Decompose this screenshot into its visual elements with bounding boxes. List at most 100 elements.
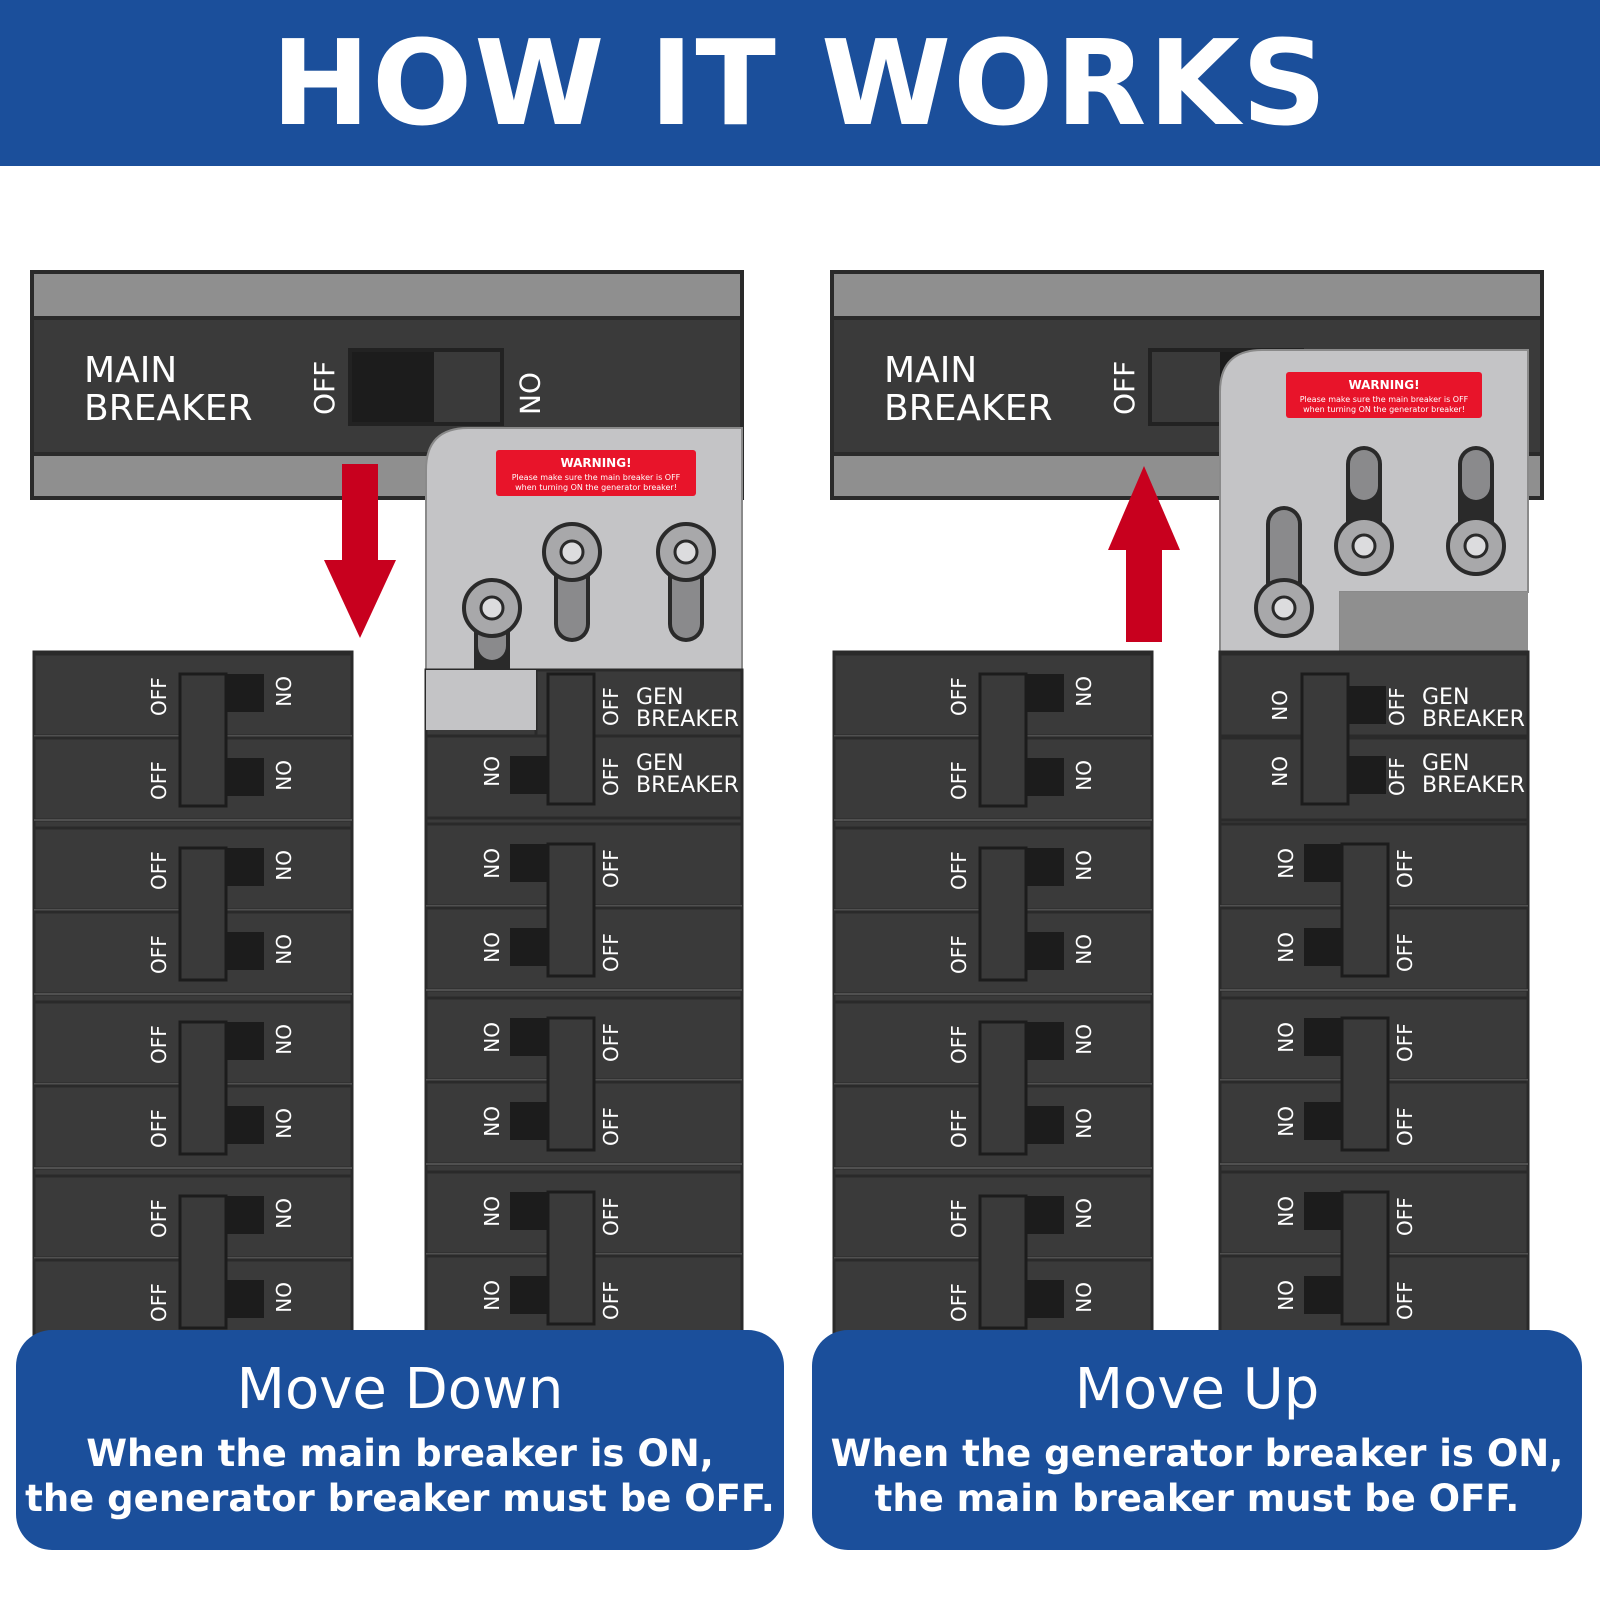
off-label: OFF: [947, 761, 971, 800]
tie-handle[interactable]: [978, 1020, 1028, 1156]
off-label: OFF: [599, 1107, 623, 1146]
off-label: OFF: [599, 757, 623, 796]
tie-handle[interactable]: [546, 1016, 596, 1152]
tie-handle[interactable]: [178, 672, 228, 808]
tie-handle[interactable]: [1340, 1016, 1390, 1152]
toggle-top[interactable]: [1026, 1196, 1064, 1234]
off-label: OFF: [947, 1025, 971, 1064]
toggle-top[interactable]: [1304, 1018, 1342, 1056]
tie-handle[interactable]: [178, 1194, 228, 1330]
gen-label-2-line1: GEN: [636, 751, 683, 776]
toggle-top[interactable]: [1026, 848, 1064, 886]
toggle-bottom[interactable]: [510, 1276, 548, 1314]
toggle-bottom[interactable]: [1304, 928, 1342, 966]
off-label: OFF: [1385, 757, 1409, 796]
main-label-line1: MAIN: [884, 350, 977, 391]
toggle-bottom[interactable]: [1304, 1102, 1342, 1140]
on-label: ON: [1071, 1282, 1095, 1313]
on-label: ON: [271, 1282, 295, 1313]
toggle-top[interactable]: [510, 844, 548, 882]
on-label: ON: [1273, 932, 1297, 963]
on-label: ON: [1267, 756, 1291, 787]
tie-handle[interactable]: [978, 1194, 1028, 1330]
caption-title: Move Down: [236, 1357, 564, 1423]
gen-breaker: ON ON OFF OFF: [1218, 652, 1530, 822]
off-label: OFF: [1393, 1197, 1417, 1236]
tie-handle[interactable]: [978, 846, 1028, 982]
tie-handle[interactable]: [546, 1190, 596, 1326]
off-label: OFF: [1385, 687, 1409, 726]
toggle-top[interactable]: [510, 1018, 548, 1056]
toggle-bottom[interactable]: [1026, 932, 1064, 970]
warning-line1: Please make sure the main breaker is OFF: [512, 473, 681, 482]
toggle-bottom[interactable]: [510, 1102, 548, 1140]
toggle-bottom[interactable]: [226, 1280, 264, 1318]
on-label: ON: [479, 1196, 503, 1227]
toggle-bottom[interactable]: [226, 1106, 264, 1144]
main-switch-handle[interactable]: [352, 352, 434, 422]
tie-handle[interactable]: [178, 846, 228, 982]
toggle-top[interactable]: [510, 1192, 548, 1230]
on-label: ON: [1071, 1198, 1095, 1229]
main-off-label: OFF: [1108, 361, 1141, 415]
off-label: OFF: [947, 935, 971, 974]
toggle-top[interactable]: [226, 1022, 264, 1060]
warning-title: WARNING!: [1348, 378, 1419, 392]
on-label: ON: [1273, 848, 1297, 879]
on-label: ON: [1273, 1280, 1297, 1311]
toggle-bottom[interactable]: [1304, 1276, 1342, 1314]
on-label: ON: [271, 850, 295, 881]
caption-line-1: When the generator breaker is ON,: [830, 1431, 1564, 1475]
toggle-top[interactable]: [226, 848, 264, 886]
on-label: ON: [271, 1024, 295, 1055]
warning-label: [1286, 372, 1482, 418]
warning-line2: when turning ON the generator breaker!: [1303, 405, 1465, 414]
off-label: OFF: [599, 1281, 623, 1320]
tie-handle[interactable]: [178, 1020, 228, 1156]
off-label: OFF: [599, 849, 623, 888]
tie-handle[interactable]: [546, 842, 596, 978]
off-label: OFF: [947, 1109, 971, 1148]
toggle-top[interactable]: [226, 674, 264, 712]
tie-handle[interactable]: [1340, 842, 1390, 978]
toggle-bottom[interactable]: [1026, 1106, 1064, 1144]
toggle-bottom[interactable]: [1026, 1280, 1064, 1318]
toggle-top[interactable]: [1026, 674, 1064, 712]
toggle-bottom[interactable]: [510, 928, 548, 966]
on-label: ON: [1267, 690, 1291, 721]
off-label: OFF: [947, 1283, 971, 1322]
main-rail-top: [830, 270, 1544, 320]
panel-move-up: MAIN BREAKER OFF WARNING! Please make su…: [800, 270, 1560, 1340]
gen-label-1-line1: GEN: [1422, 685, 1469, 710]
toggle-top[interactable]: [1026, 1022, 1064, 1060]
toggle-top[interactable]: [1304, 1192, 1342, 1230]
tie-handle[interactable]: [1340, 1190, 1390, 1326]
gen-toggle[interactable]: [1348, 756, 1386, 794]
toggle-bottom[interactable]: [226, 932, 264, 970]
off-label: OFF: [1393, 1023, 1417, 1062]
off-label: OFF: [147, 677, 171, 716]
toggle-top[interactable]: [1304, 844, 1342, 882]
on-label: ON: [1071, 1108, 1095, 1139]
toggle-bottom[interactable]: [1026, 758, 1064, 796]
gen-handle[interactable]: [1300, 672, 1350, 806]
gen-handle[interactable]: [546, 672, 596, 806]
slide-bolt-right: [1446, 446, 1506, 576]
gen-toggle[interactable]: [1348, 686, 1386, 724]
toggle-top[interactable]: [226, 1196, 264, 1234]
on-label: ON: [1071, 850, 1095, 881]
off-label: OFF: [147, 1109, 171, 1148]
on-label: ON: [479, 756, 503, 787]
page-title: HOW IT WORKS: [271, 14, 1329, 152]
off-label: OFF: [147, 935, 171, 974]
on-label: ON: [1273, 1022, 1297, 1053]
gen-toggle[interactable]: [510, 756, 548, 794]
toggle-bottom[interactable]: [226, 758, 264, 796]
tie-handle[interactable]: [978, 672, 1028, 808]
slide-bolt-left[interactable]: [1254, 506, 1314, 638]
